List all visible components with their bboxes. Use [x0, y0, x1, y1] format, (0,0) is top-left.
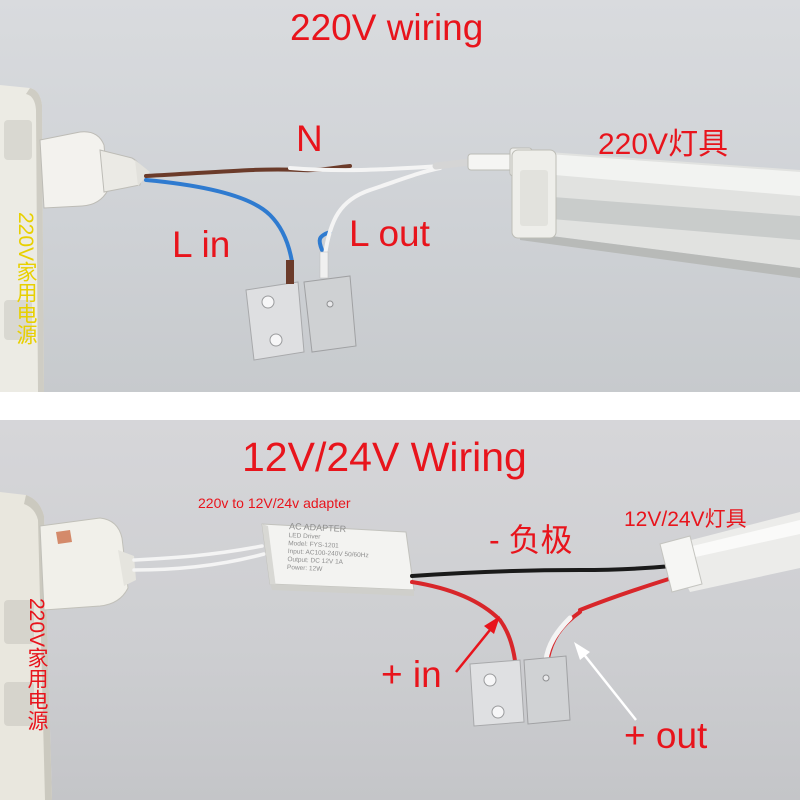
wire-black-negative	[410, 564, 674, 578]
label-negative: - 负极	[489, 522, 573, 558]
wire-blue-live-in	[144, 178, 294, 264]
wire-white-live-out	[323, 166, 442, 257]
wire-red-positive-fixture	[578, 576, 674, 612]
wire-white-ac-2	[132, 552, 266, 572]
label-live-out: L out	[349, 213, 430, 254]
label-neutral: N	[296, 118, 323, 159]
panel-divider	[0, 392, 800, 420]
wire-red-positive-out	[546, 610, 582, 660]
label-adapter: 220v to 12V/24v adapter	[198, 495, 351, 511]
plug-top	[39, 131, 150, 209]
title-12v-24v-wiring: 12V/24V Wiring	[242, 434, 527, 480]
title-220v-wiring: 220V wiring	[290, 7, 484, 48]
label-live-in: L in	[172, 224, 231, 265]
magnetic-switch-top	[245, 251, 357, 361]
wire-blue-stub	[317, 230, 332, 252]
wire-red-positive-in	[410, 580, 518, 670]
label-220v-household-power-bottom: 220V家用电源	[25, 598, 48, 732]
arrow-plus-in	[455, 616, 500, 673]
plug-bottom	[39, 517, 136, 611]
magnetic-switch-bottom	[469, 655, 571, 727]
wire-grey-jacket	[432, 158, 474, 170]
scene-12v	[0, 492, 800, 800]
label-plus-out: + out	[624, 715, 708, 756]
scene-220v	[0, 85, 800, 392]
wire-white-neutral-out	[288, 164, 442, 173]
adapter-label-print: AC ADAPTER LED Driver Model: FYS-1201 In…	[287, 521, 402, 578]
label-220v-fixture: 220V灯具	[598, 128, 729, 161]
adapter-box	[261, 523, 415, 596]
label-plus-in: + in	[381, 654, 442, 695]
label-220v-household-power-top: 220V家用电源	[14, 212, 37, 346]
fixture-tube-bottom	[659, 512, 800, 593]
wire-white-switch-out	[543, 615, 573, 663]
wire-white-ac-1	[132, 544, 264, 562]
power-strip-top	[0, 85, 44, 392]
label-12v-24v-fixture: 12V/24V灯具	[624, 508, 747, 531]
panel-220v-wiring: 220V wiring N L in L out 220V灯具 220V家用电源	[0, 0, 800, 392]
fixture-tube-top	[511, 149, 800, 278]
panel-12v-24v-wiring: AC ADAPTER LED Driver Model: FYS-1201 In…	[0, 420, 800, 800]
arrow-plus-out	[574, 642, 637, 721]
